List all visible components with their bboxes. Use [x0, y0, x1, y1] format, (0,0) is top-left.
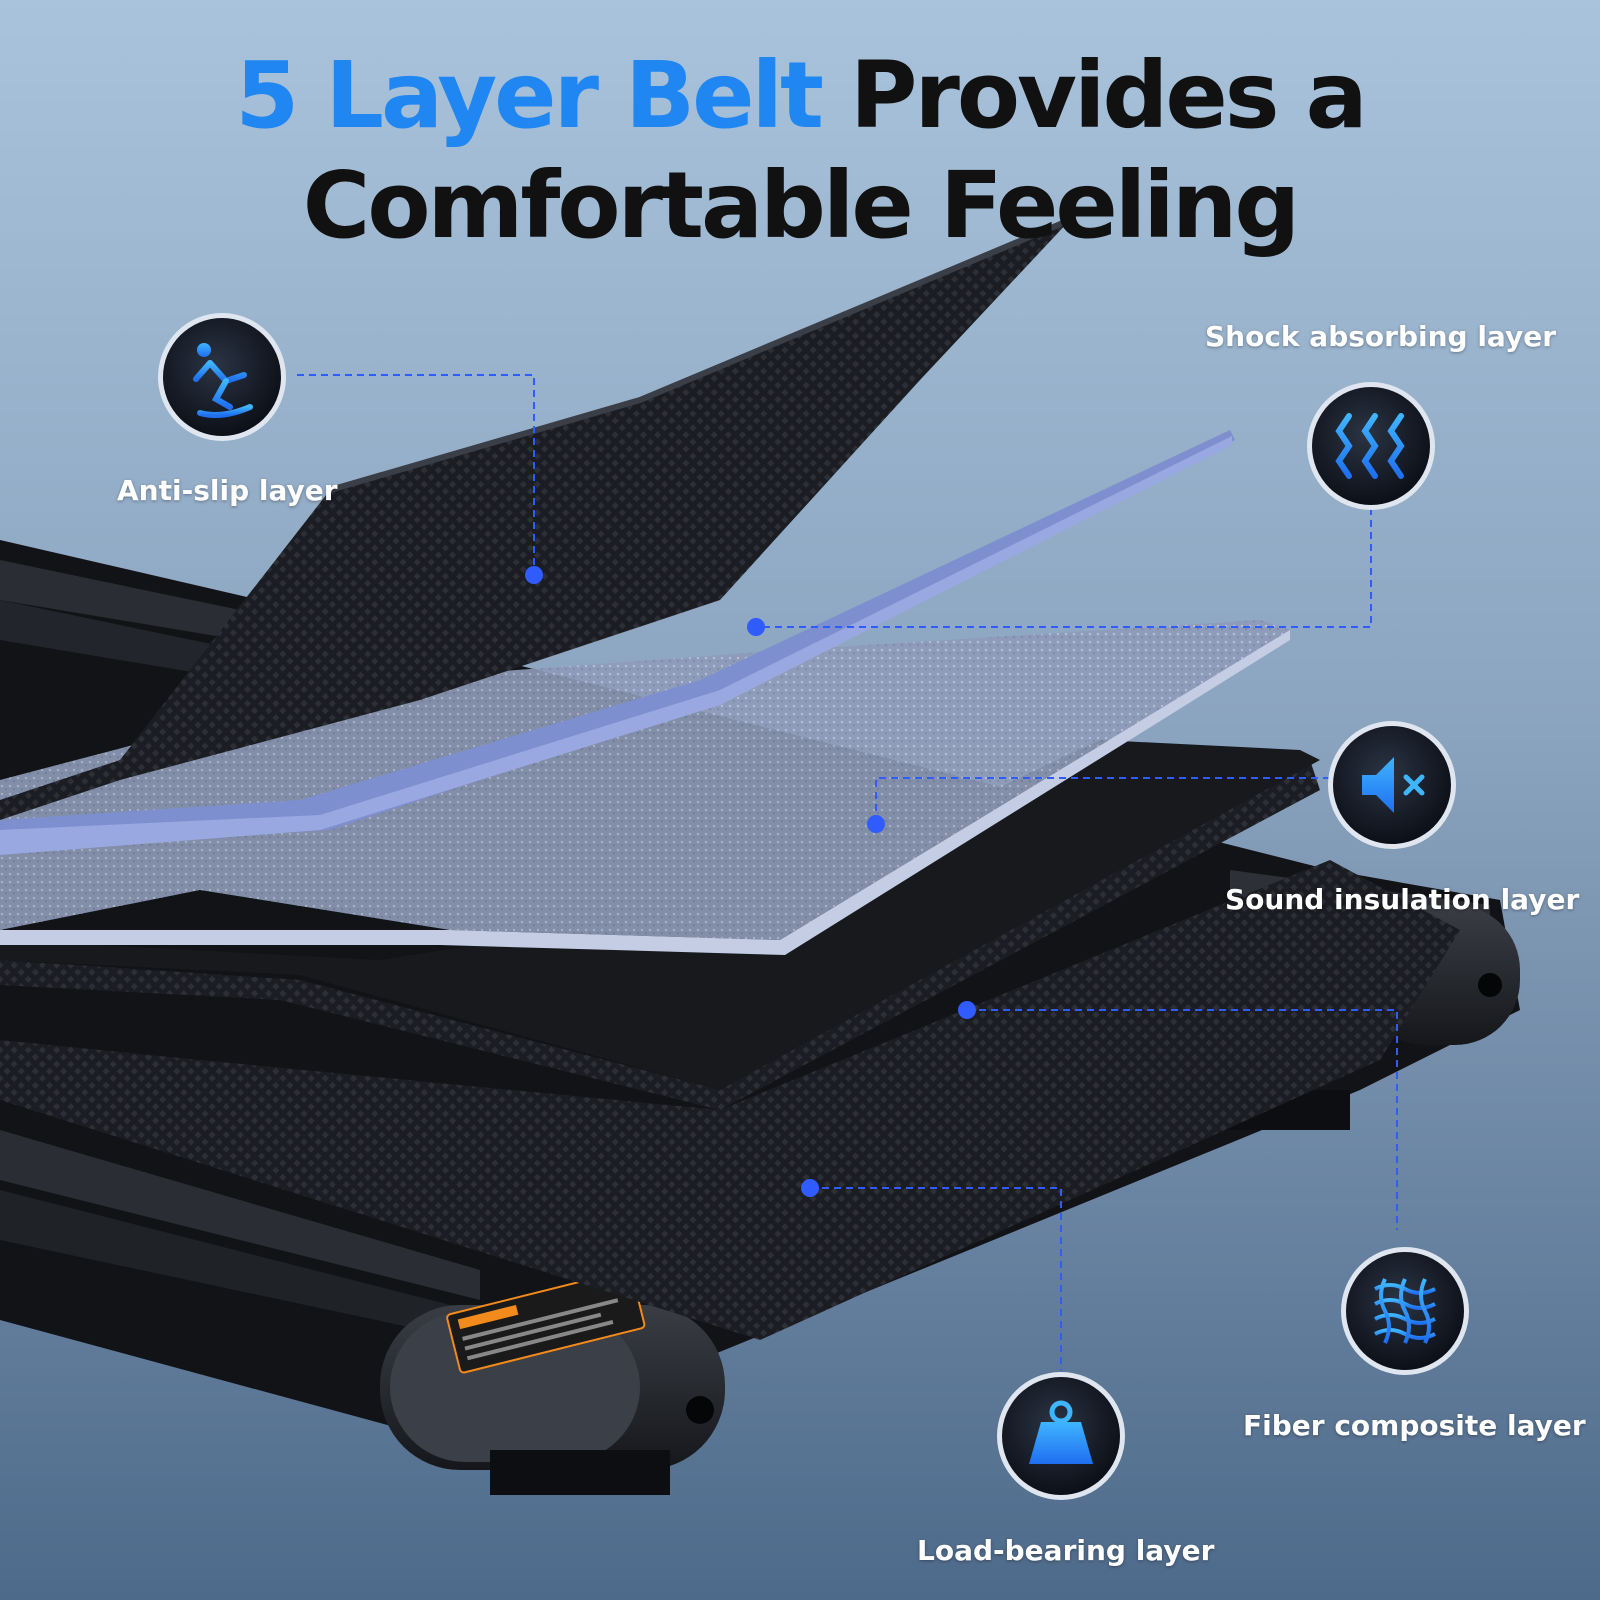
sound-insulation-callout: [875, 777, 1330, 824]
callout-lines: [297, 374, 1398, 1370]
callout-dots: [525, 566, 976, 1197]
warning-sticker: [446, 1268, 646, 1374]
weight-icon: [997, 1372, 1125, 1500]
load-bearing-label: Load-bearing layer: [917, 1534, 1215, 1567]
wave-icon: [1307, 382, 1435, 510]
headline-line-2: Comfortable Feeling: [302, 152, 1300, 259]
headline-accent: 5 Layer Belt: [235, 42, 824, 149]
slip-icon: [158, 313, 286, 441]
shock-absorbing-label: Shock absorbing layer: [1205, 320, 1556, 353]
headline-line-1-rest: Provides a: [821, 42, 1368, 149]
sound-insulation-label: Sound insulation layer: [1225, 883, 1580, 916]
load-bearing-callout: [810, 1187, 1062, 1370]
shock-absorbing-callout: [756, 508, 1372, 628]
anti-slip-sheet: [0, 220, 1070, 820]
fiber-composite-label: Fiber composite layer: [1243, 1409, 1586, 1442]
load-bearing-belt: [0, 860, 1460, 1340]
anti-slip-label: Anti-slip layer: [117, 474, 338, 507]
headline-line-1: 5 Layer Belt Provides a: [0, 50, 1600, 142]
weave-icon: [1341, 1247, 1469, 1375]
anti-slip-callout: [297, 374, 535, 575]
fiber-composite-callout: [967, 1009, 1398, 1230]
mute-speaker-icon: [1328, 721, 1456, 849]
